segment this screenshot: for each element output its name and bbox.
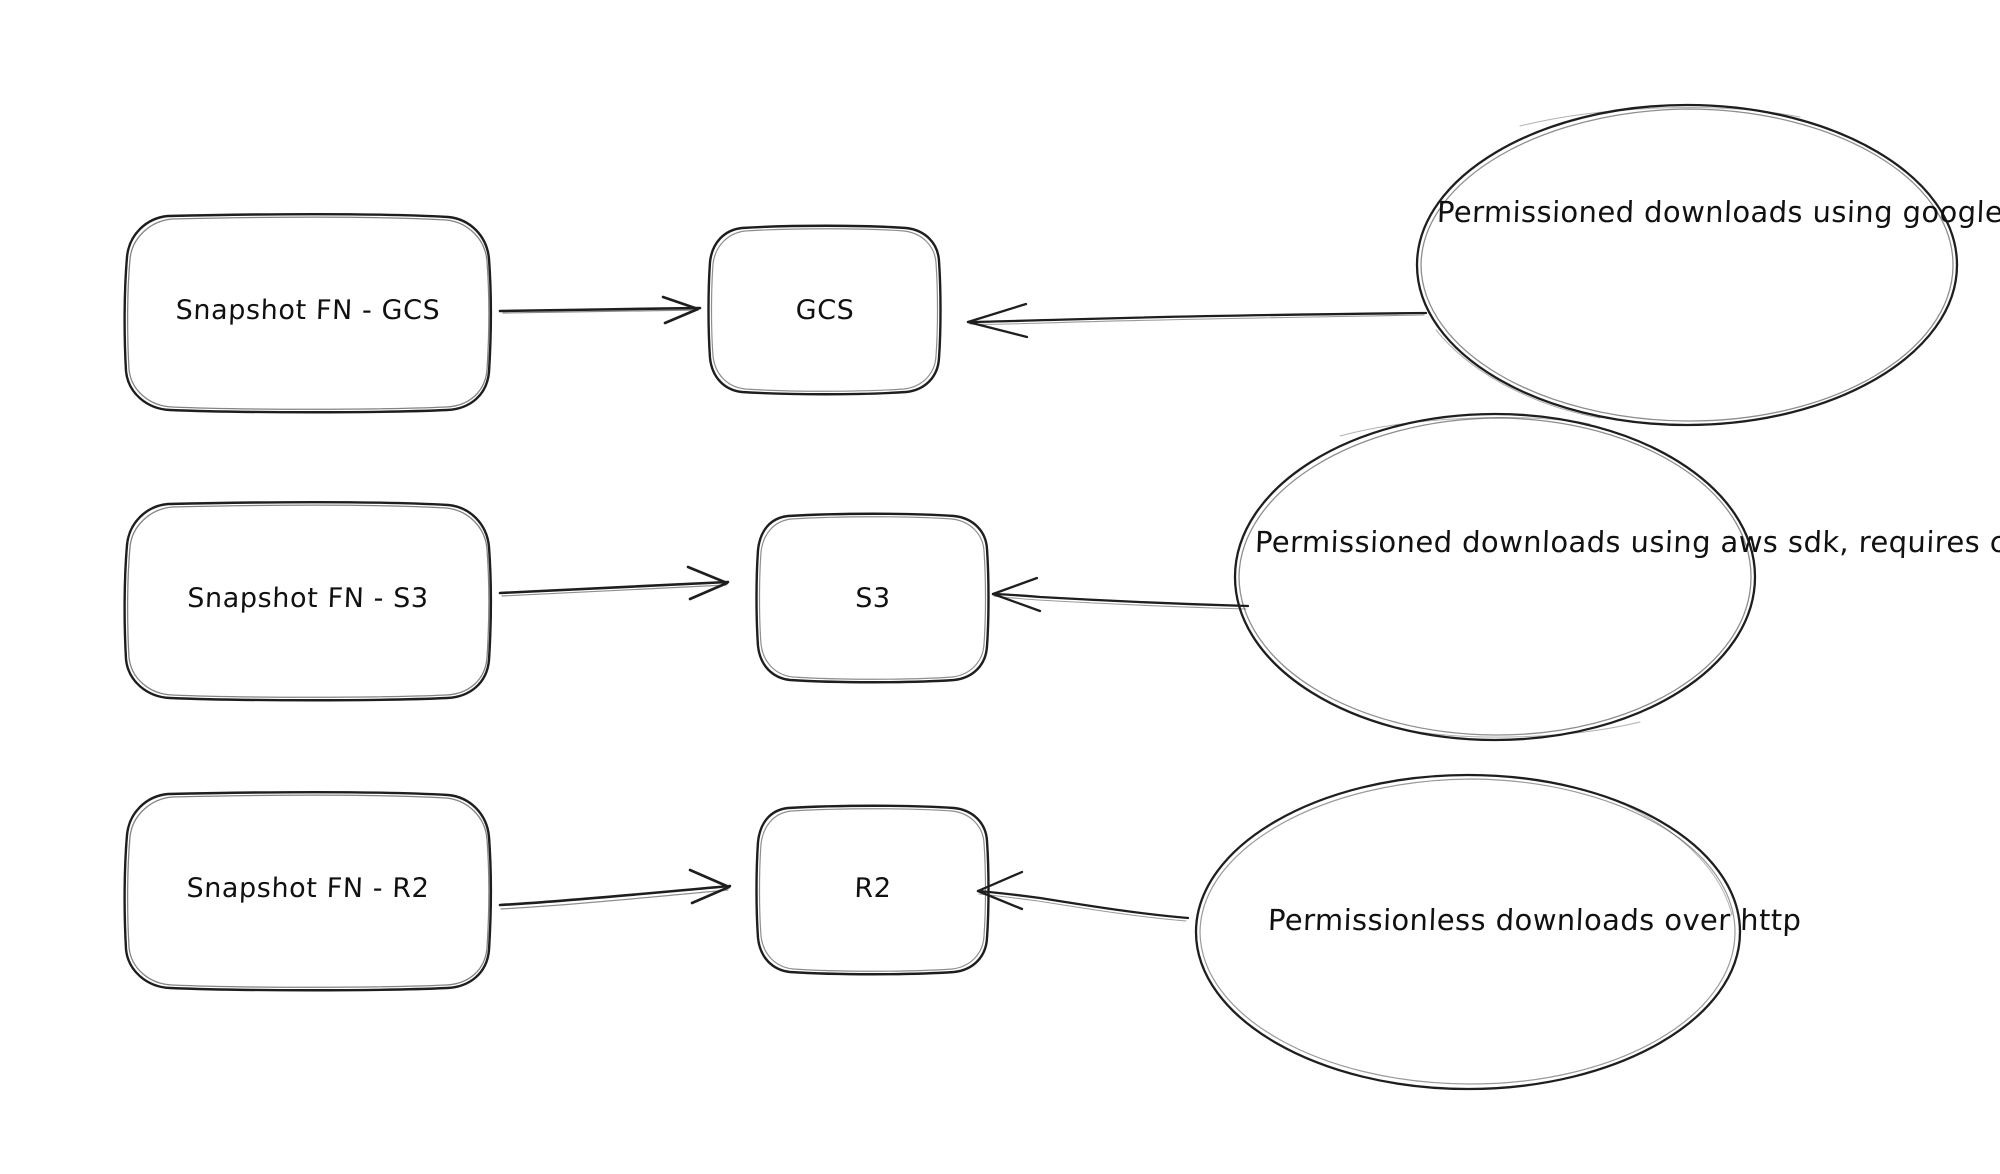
edge-snapshot-r2-to-r2[interactable] [500, 866, 732, 910]
edge-note-r2-to-r2[interactable] [976, 868, 1191, 912]
edge-arrow-note-r2-to-r2 [976, 870, 1190, 922]
node-shape-gcs [707, 224, 942, 396]
node-shape-s3 [755, 512, 990, 684]
node-shape-r2 [755, 804, 990, 976]
edge-arrow-note-s3-to-s3 [991, 576, 1250, 613]
edge-arrow-snapshot-s3-to-s3 [498, 565, 730, 601]
node-gcs[interactable] [709, 226, 940, 394]
node-snapshot-fn-r2[interactable] [126, 793, 490, 990]
node-shape-note-s3 [1233, 412, 1757, 742]
edge-arrow-snapshot-gcs-to-gcs [498, 295, 702, 325]
note-r2[interactable] [1196, 775, 1741, 1090]
node-shape-snapshot-fn-r2 [123, 790, 493, 992]
node-shape-note-gcs [1415, 103, 1959, 427]
node-snapshot-fn-s3[interactable] [126, 503, 490, 700]
edge-arrow-snapshot-r2-to-r2 [498, 868, 732, 910]
note-gcs[interactable] [1417, 105, 1957, 425]
node-snapshot-fn-gcs[interactable] [126, 215, 490, 412]
node-shape-note-r2 [1194, 773, 1742, 1091]
node-r2[interactable] [757, 806, 988, 974]
node-shape-snapshot-fn-s3 [123, 500, 493, 702]
edge-note-s3-to-s3[interactable] [991, 572, 1251, 616]
note-s3[interactable] [1235, 414, 1755, 740]
node-shape-snapshot-fn-gcs [123, 212, 493, 414]
edge-snapshot-s3-to-s3[interactable] [500, 565, 732, 607]
edge-note-gcs-to-gcs[interactable] [966, 296, 1428, 340]
edge-arrow-note-gcs-to-gcs [966, 302, 1428, 339]
edge-snapshot-gcs-to-gcs[interactable] [500, 290, 705, 332]
node-s3[interactable] [757, 514, 988, 682]
